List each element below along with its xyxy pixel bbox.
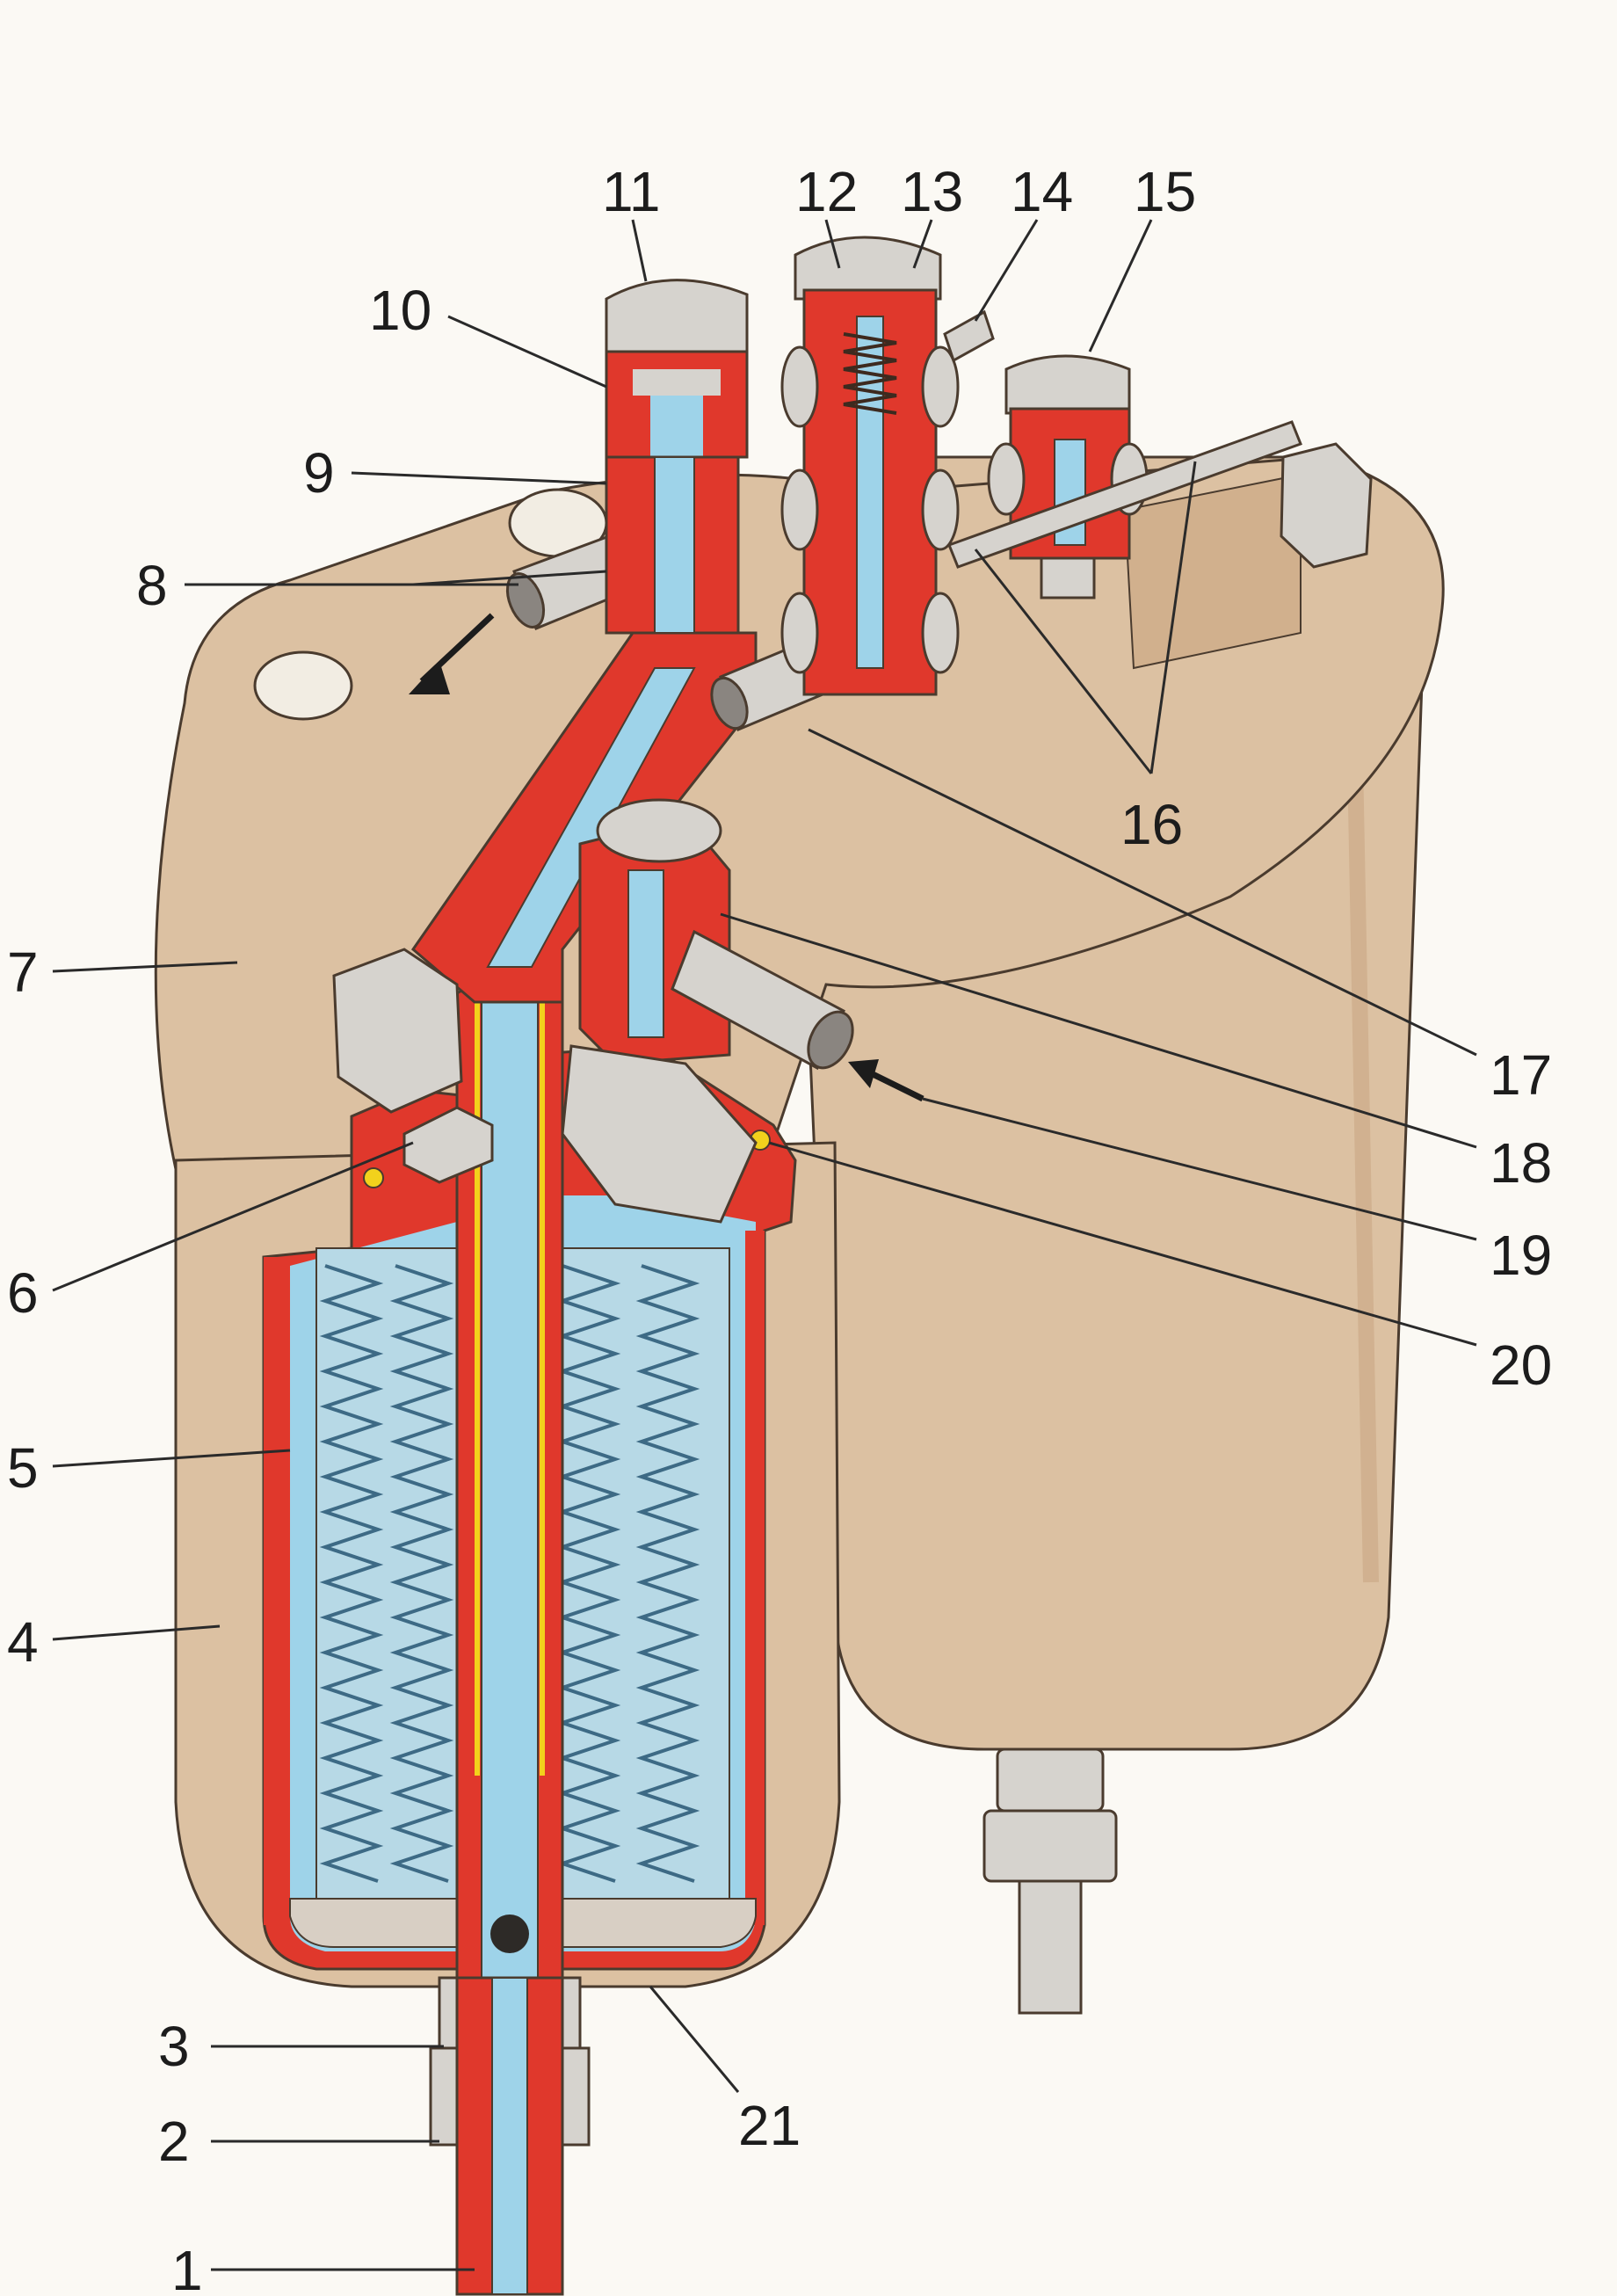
callout-13: 13	[901, 160, 963, 223]
leader-line-16b	[1149, 461, 1197, 774]
leader-line-18	[720, 912, 1477, 1149]
callout-9: 9	[303, 441, 335, 505]
leader-line-9	[351, 471, 607, 485]
pipe-nozzle	[943, 309, 995, 363]
leader-line-14	[974, 219, 1039, 322]
callout-8: 8	[136, 554, 168, 617]
filter-pleats-left	[319, 1264, 454, 1883]
callout-18: 18	[1490, 1131, 1552, 1195]
leader-line-17	[808, 728, 1477, 1057]
inlet-fitting	[671, 929, 925, 1102]
leader-line-13	[912, 219, 933, 269]
callout-2: 2	[158, 2110, 190, 2173]
callout-19: 19	[1490, 1224, 1552, 1287]
leader-line-21	[649, 1986, 740, 2093]
cover-fitting	[402, 1106, 494, 1184]
leader-line-10	[447, 315, 607, 389]
leader-line-19	[922, 1097, 1477, 1241]
callout-11: 11	[602, 160, 660, 223]
leader-line-7	[52, 961, 238, 973]
callout-15: 15	[1134, 160, 1196, 223]
air-release-plug	[605, 279, 749, 635]
callout-1: 1	[171, 2239, 203, 2296]
callout-17: 17	[1490, 1043, 1552, 1107]
inlet-flow-arrow	[864, 1067, 925, 1102]
callout-20: 20	[1490, 1333, 1552, 1397]
rear-drain-plug	[983, 1747, 1118, 2015]
leader-line-20	[768, 1141, 1477, 1347]
callout-labels: 1 2 3 4 5 6 7 8 9 10 11 12 13 14 15 16 1…	[7, 160, 1552, 2296]
callout-16: 16	[1120, 793, 1183, 856]
filter-cutaway-section	[262, 1044, 797, 1971]
leader-line-4	[52, 1624, 221, 1641]
leader-lines	[52, 219, 1477, 2271]
cross-rod	[947, 420, 1302, 569]
seal-ring	[363, 1167, 384, 1188]
right-bolt	[1280, 442, 1373, 569]
leader-line-12	[824, 219, 841, 269]
drain-screw	[561, 1044, 758, 1224]
bypass-valve-stack	[780, 236, 995, 696]
leader-line-5	[52, 1449, 291, 1468]
leader-line-11	[631, 219, 648, 282]
central-tube	[455, 929, 564, 1997]
callout-4: 4	[7, 1610, 39, 1674]
leader-line-16a	[974, 549, 1153, 774]
callout-5: 5	[7, 1436, 39, 1500]
callout-12: 12	[795, 160, 858, 223]
leader-line-8b	[412, 570, 607, 586]
callout-21: 21	[738, 2094, 801, 2157]
callout-3: 3	[158, 2015, 190, 2078]
center-bolt	[332, 948, 463, 1114]
callout-14: 14	[1011, 160, 1073, 223]
callout-6: 6	[7, 1261, 39, 1325]
leader-line-6	[52, 1141, 414, 1292]
valve-block	[578, 798, 731, 1065]
callout-7: 7	[7, 941, 39, 1004]
bottom-fitting	[429, 1915, 591, 2296]
callout-10: 10	[369, 279, 431, 342]
leader-line-15	[1088, 219, 1153, 352]
filter-pleats-right	[556, 1264, 700, 1883]
mounting-hole	[253, 650, 353, 721]
